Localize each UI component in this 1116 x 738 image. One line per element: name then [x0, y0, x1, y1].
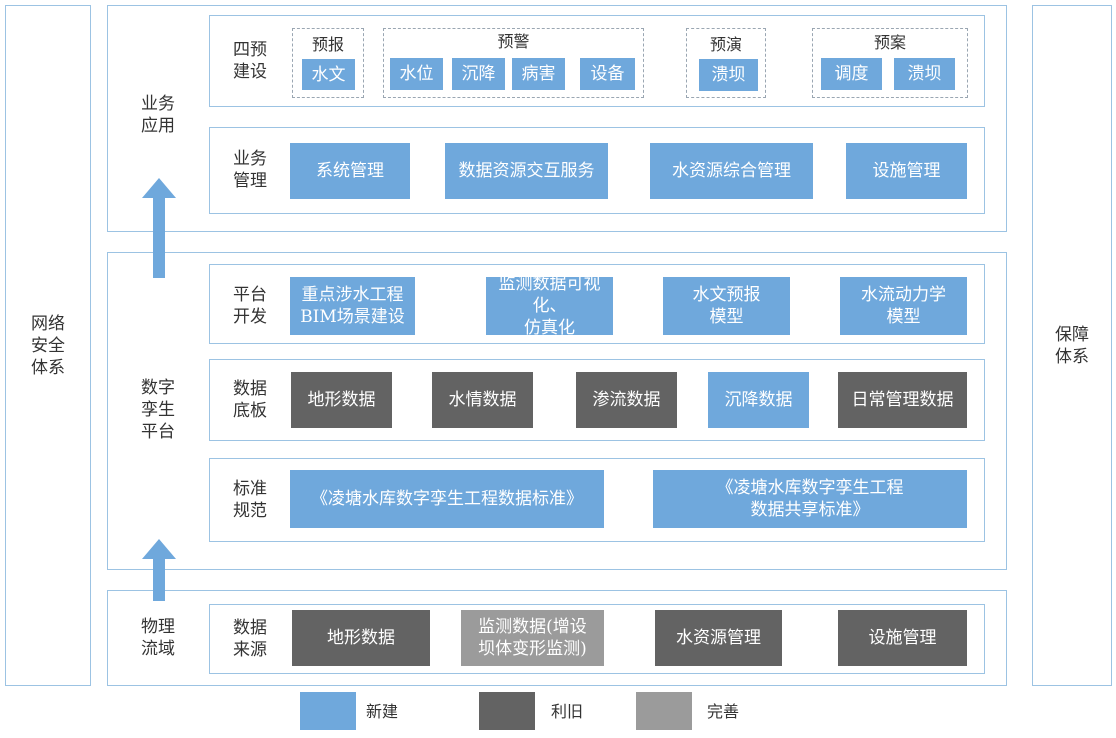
- arrow-up-icon: [142, 539, 176, 601]
- source-facility-management: 设施管理: [838, 610, 967, 666]
- platform-development-label: 平台 开发: [233, 285, 267, 327]
- hydrodynamic-model: 水流动力学 模型: [840, 277, 967, 335]
- warning-disease: 病害: [512, 58, 565, 90]
- source-monitoring-data: 监测数据(增设 坝体变形监测): [461, 610, 604, 666]
- plan-group-title: 预案: [873, 33, 906, 52]
- plan-dam-break: 溃坝: [894, 58, 955, 90]
- warning-equipment: 设备: [580, 58, 635, 90]
- source-water-resource-management: 水资源管理: [655, 610, 782, 666]
- legend-swatch-improve: [636, 692, 692, 730]
- rehearsal-dam-break: 溃坝: [699, 59, 758, 91]
- daily-management-data: 日常管理数据: [838, 372, 967, 428]
- forecast-hydrology: 水文: [302, 59, 355, 90]
- data-base-label: 数据 底板: [233, 379, 267, 421]
- data-sharing-standard: 《凌塘水库数字孪生工程 数据共享标准》: [653, 470, 967, 528]
- terrain-data: 地形数据: [291, 372, 392, 428]
- facility-management: 设施管理: [846, 143, 967, 199]
- rehearsal-group-title: 预演: [709, 35, 742, 54]
- digital-twin-label: 数字 孪生 平台: [141, 378, 175, 442]
- plan-dispatch: 调度: [821, 58, 882, 90]
- guarantee-system: 保障 体系: [1032, 5, 1112, 686]
- standards-label: 标准 规范: [233, 479, 267, 521]
- data-source-label: 数据 来源: [233, 618, 267, 660]
- guarantee-system-label: 保障 体系: [1055, 324, 1089, 367]
- forecast-group-title: 预报: [311, 35, 344, 54]
- warning-water-level: 水位: [390, 58, 443, 90]
- bim-scene-construction: 重点涉水工程 BIM场景建设: [290, 277, 415, 335]
- network-security-label: 网络 安全 体系: [31, 313, 65, 378]
- legend-label-reuse: 利旧: [551, 702, 584, 721]
- legend-swatch-reuse: [479, 692, 535, 730]
- data-standard: 《凌塘水库数字孪生工程数据标准》: [290, 470, 604, 528]
- legend-label-improve: 完善: [707, 702, 740, 721]
- system-management: 系统管理: [290, 143, 410, 199]
- water-resource-management: 水资源综合管理: [650, 143, 813, 199]
- legend-swatch-new: [300, 692, 356, 730]
- business-application-label: 业务 应用: [141, 94, 175, 136]
- arrow-up-icon: [142, 178, 176, 278]
- warning-group-title: 预警: [497, 32, 530, 51]
- physical-basin-label: 物理 流域: [141, 617, 175, 659]
- water-regime-data: 水情数据: [432, 372, 533, 428]
- four-pre-label: 四预 建设: [233, 40, 267, 82]
- hydrological-forecast-model: 水文预报 模型: [663, 277, 790, 335]
- seepage-data: 渗流数据: [576, 372, 677, 428]
- warning-settlement: 沉降: [452, 58, 505, 90]
- legend-label-new: 新建: [366, 702, 399, 721]
- business-management-label: 业务 管理: [233, 149, 267, 191]
- monitoring-visualization: 监测数据可视化、 仿真化: [486, 274, 613, 338]
- network-security-system: 网络 安全 体系: [5, 5, 91, 686]
- data-resource-service: 数据资源交互服务: [445, 143, 608, 199]
- source-terrain-data: 地形数据: [292, 610, 430, 666]
- settlement-data: 沉降数据: [708, 372, 809, 428]
